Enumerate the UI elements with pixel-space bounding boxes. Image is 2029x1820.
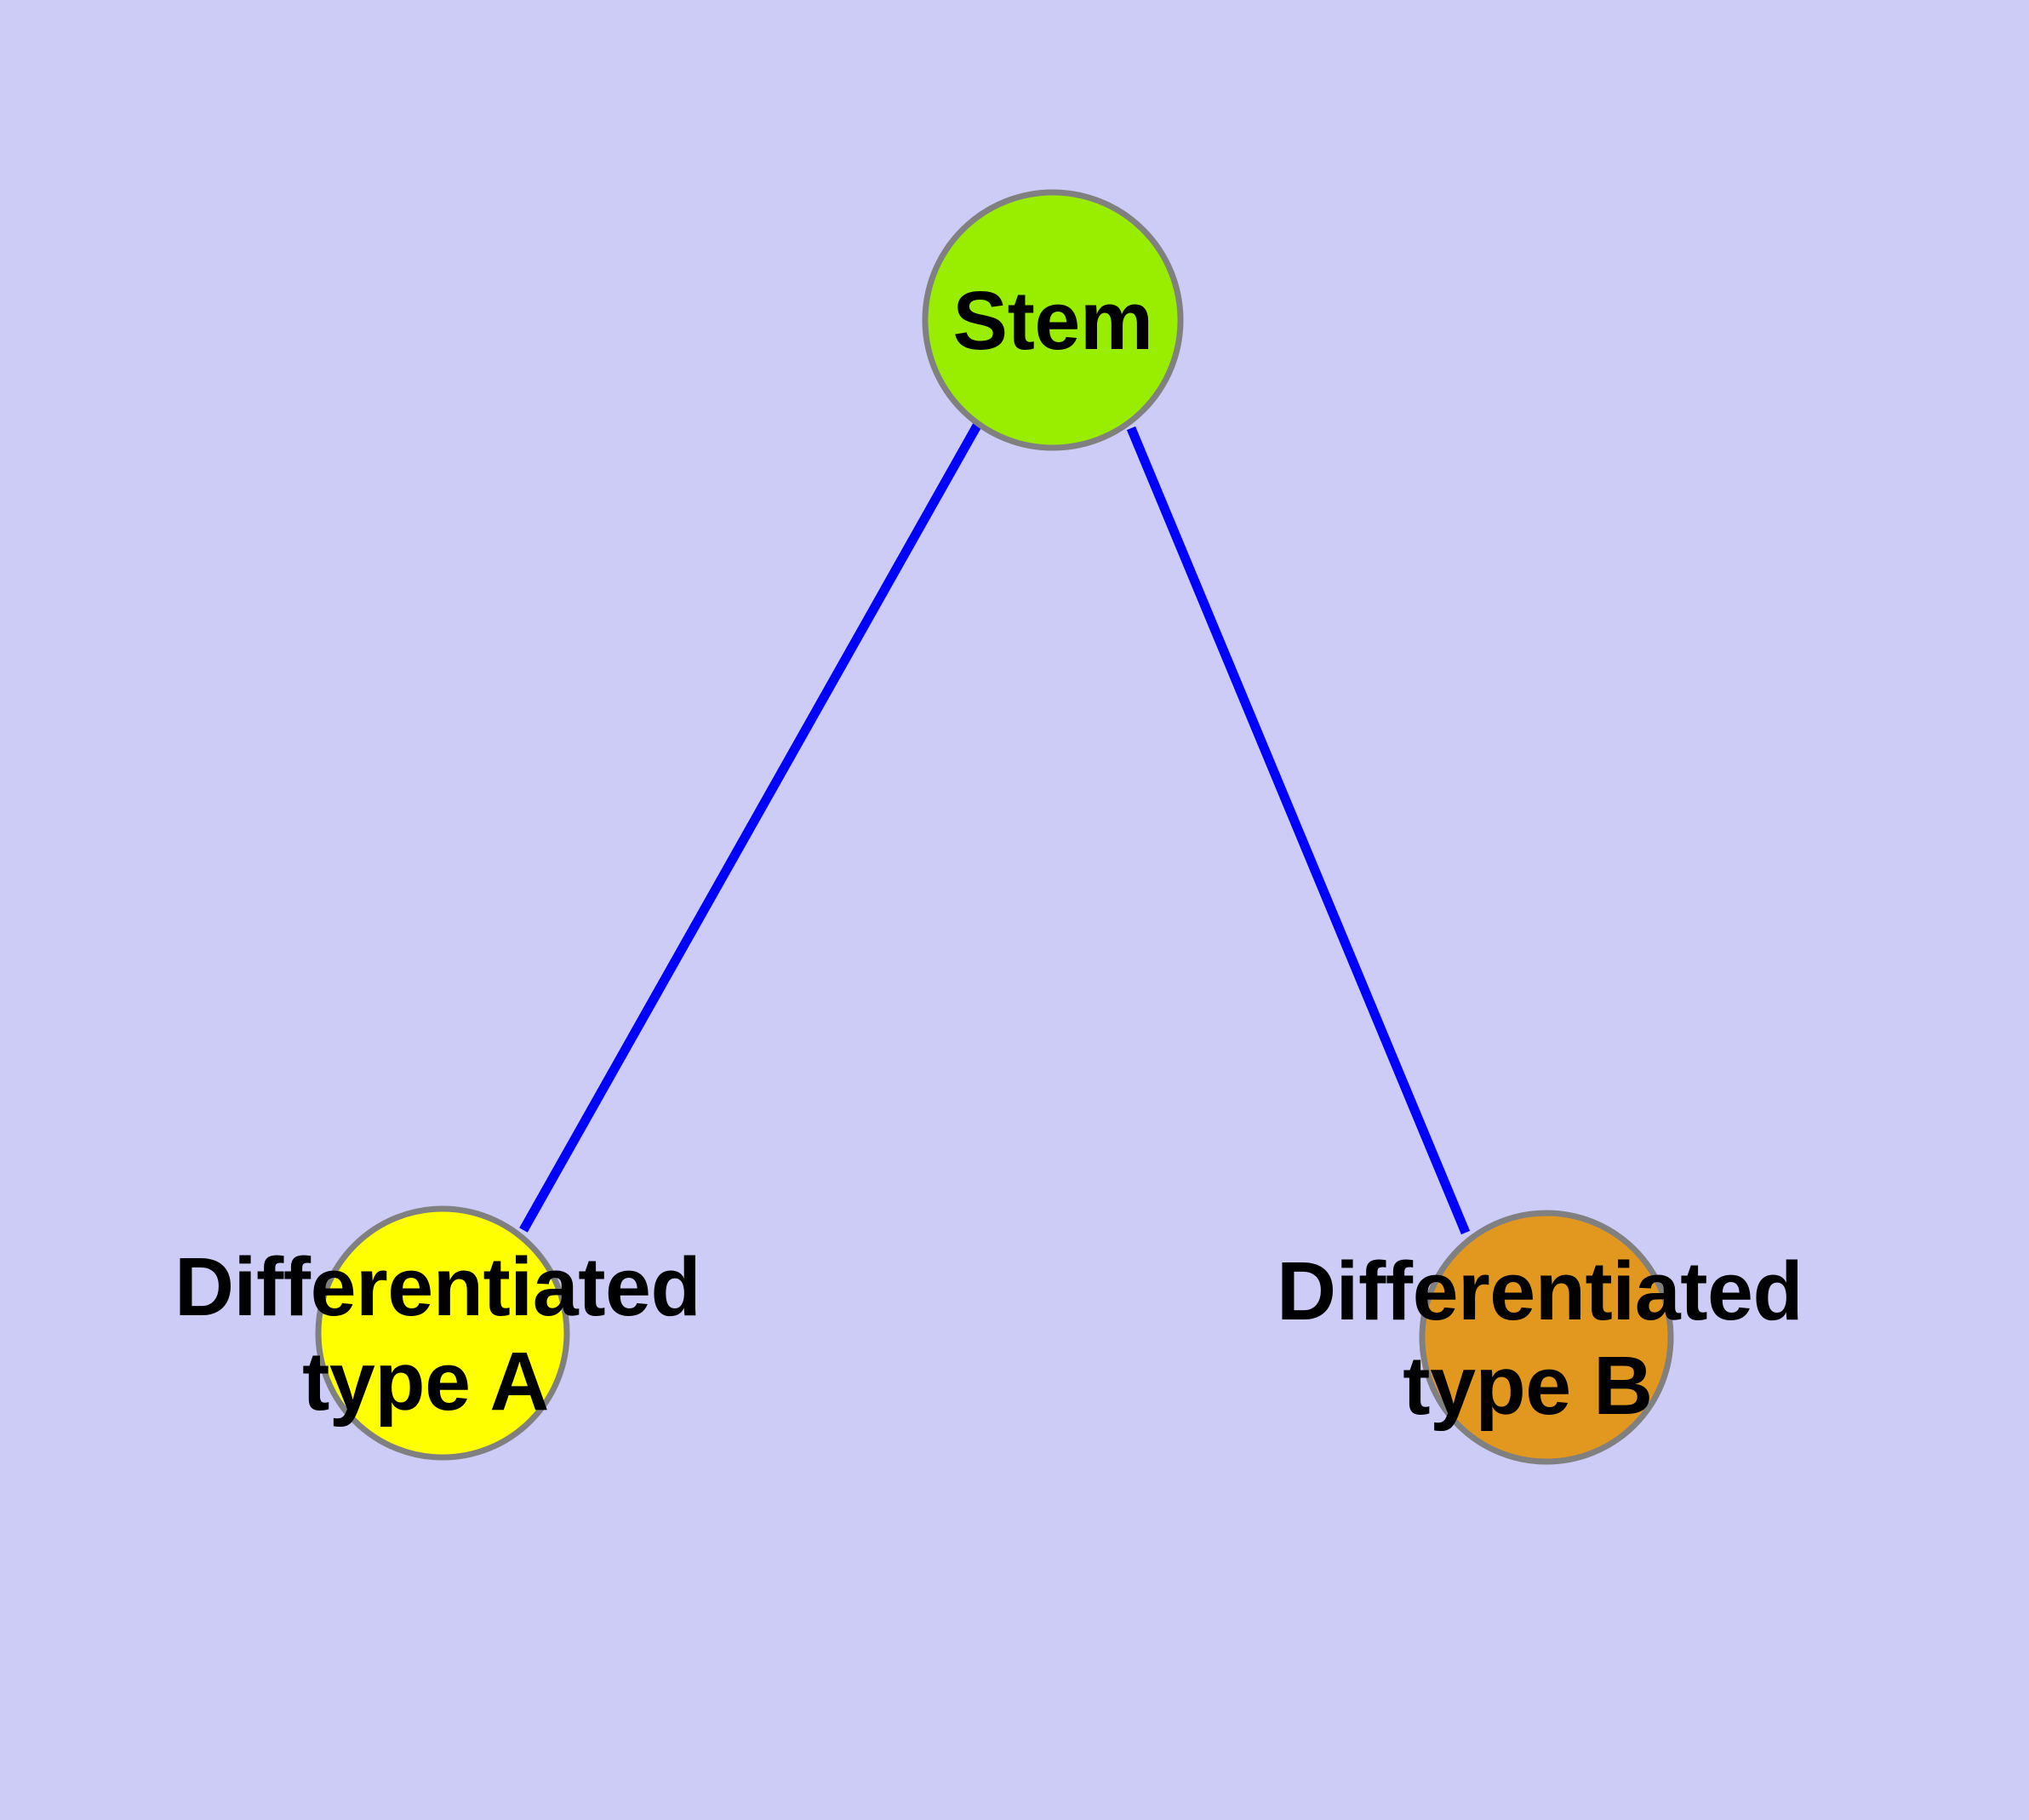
edge-layer (519, 423, 1471, 1235)
node-stem[interactable] (922, 189, 1184, 451)
node-differentiated-type-a[interactable] (315, 1205, 570, 1461)
edge-stem-to-differentiated-a[interactable] (519, 423, 981, 1233)
node-layer (315, 189, 1674, 1465)
node-differentiated-type-b[interactable] (1419, 1210, 1674, 1465)
edge-stem-to-differentiated-b[interactable] (1126, 426, 1471, 1235)
